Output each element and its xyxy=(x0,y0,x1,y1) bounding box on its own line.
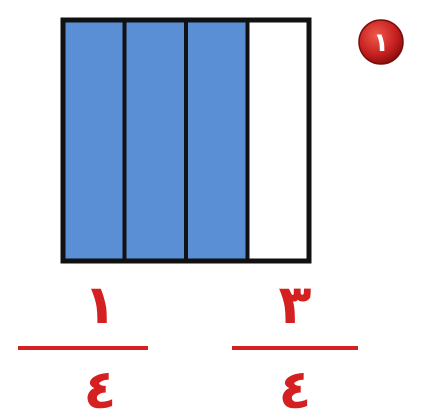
fraction-left: ١ ٤ xyxy=(18,273,148,417)
bar-part-shaded xyxy=(122,18,188,263)
fraction-right-numerator: ٣ xyxy=(279,273,312,336)
bar-part-unshaded xyxy=(245,18,311,263)
bar-outline xyxy=(60,17,312,264)
problem-number-badge: ١ xyxy=(358,19,404,65)
fraction-left-denominator: ٤ xyxy=(84,358,117,417)
fraction-right: ٣ ٤ xyxy=(232,273,358,417)
problem-number: ١ xyxy=(373,28,389,58)
fraction-right-denominator: ٤ xyxy=(279,358,312,417)
fraction-bar xyxy=(60,17,312,264)
bar-part-shaded xyxy=(61,18,127,263)
bar-part-shaded xyxy=(184,18,250,263)
badge-circle xyxy=(358,19,404,65)
fraction-left-numerator: ١ xyxy=(84,273,117,336)
